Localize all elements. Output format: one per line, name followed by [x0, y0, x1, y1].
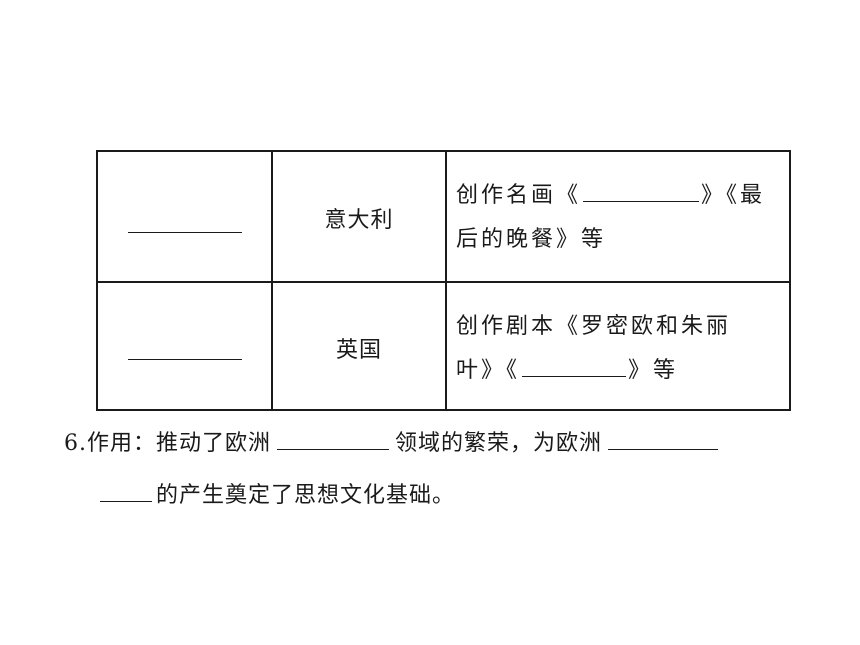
desc-text: 》等	[628, 358, 679, 383]
painting-answer-blank[interactable]	[583, 181, 700, 202]
artists-table: 意大利 创作名画《 》《最 后的晚餐》等 英国 创作剧本《罗密欧和朱丽 叶》《 》等	[96, 150, 791, 411]
column-divider	[445, 283, 447, 411]
question-line-1: 6.作用：推动了欧洲 领域的繁荣，为欧洲	[64, 418, 804, 470]
desc-text: 创作名画《	[456, 183, 582, 208]
country-cell: 英国	[335, 338, 382, 363]
question-6: 6.作用：推动了欧洲 领域的繁荣，为欧洲 的产生奠定了思想文化基础。	[64, 418, 804, 522]
country-cell: 意大利	[324, 208, 394, 233]
table-row: 英国 创作剧本《罗密欧和朱丽 叶》《 》等	[98, 283, 789, 411]
question-text: 的产生奠定了思想文化基础。	[156, 483, 456, 508]
table-row: 意大利 创作名画《 》《最 后的晚餐》等	[98, 152, 789, 283]
desc-text: 》《最	[701, 183, 766, 208]
era-answer-blank[interactable]	[608, 429, 719, 450]
play-answer-blank[interactable]	[522, 356, 627, 377]
column-divider	[271, 152, 273, 281]
question-line-2: 的产生奠定了思想文化基础。	[64, 470, 804, 522]
field-answer-blank[interactable]	[277, 429, 390, 450]
description-cell: 创作名画《 》《最 后的晚餐》等	[456, 174, 786, 262]
desc-text: 后的晚餐》等	[456, 227, 607, 252]
question-label: 作用：	[87, 431, 157, 456]
column-divider	[445, 152, 447, 281]
artist-answer-blank[interactable]	[128, 232, 242, 233]
desc-text: 创作剧本《罗密欧和朱丽	[456, 314, 732, 339]
column-divider	[271, 283, 273, 411]
desc-text: 叶》《	[456, 358, 521, 383]
question-text: 推动了欧洲	[156, 431, 272, 456]
description-cell: 创作剧本《罗密欧和朱丽 叶》《 》等	[456, 305, 786, 393]
question-number: 6.	[64, 431, 87, 456]
question-text: 领域的繁荣，为欧洲	[395, 431, 603, 456]
artist-answer-blank[interactable]	[128, 359, 242, 360]
era-answer-blank-cont[interactable]	[100, 481, 152, 502]
